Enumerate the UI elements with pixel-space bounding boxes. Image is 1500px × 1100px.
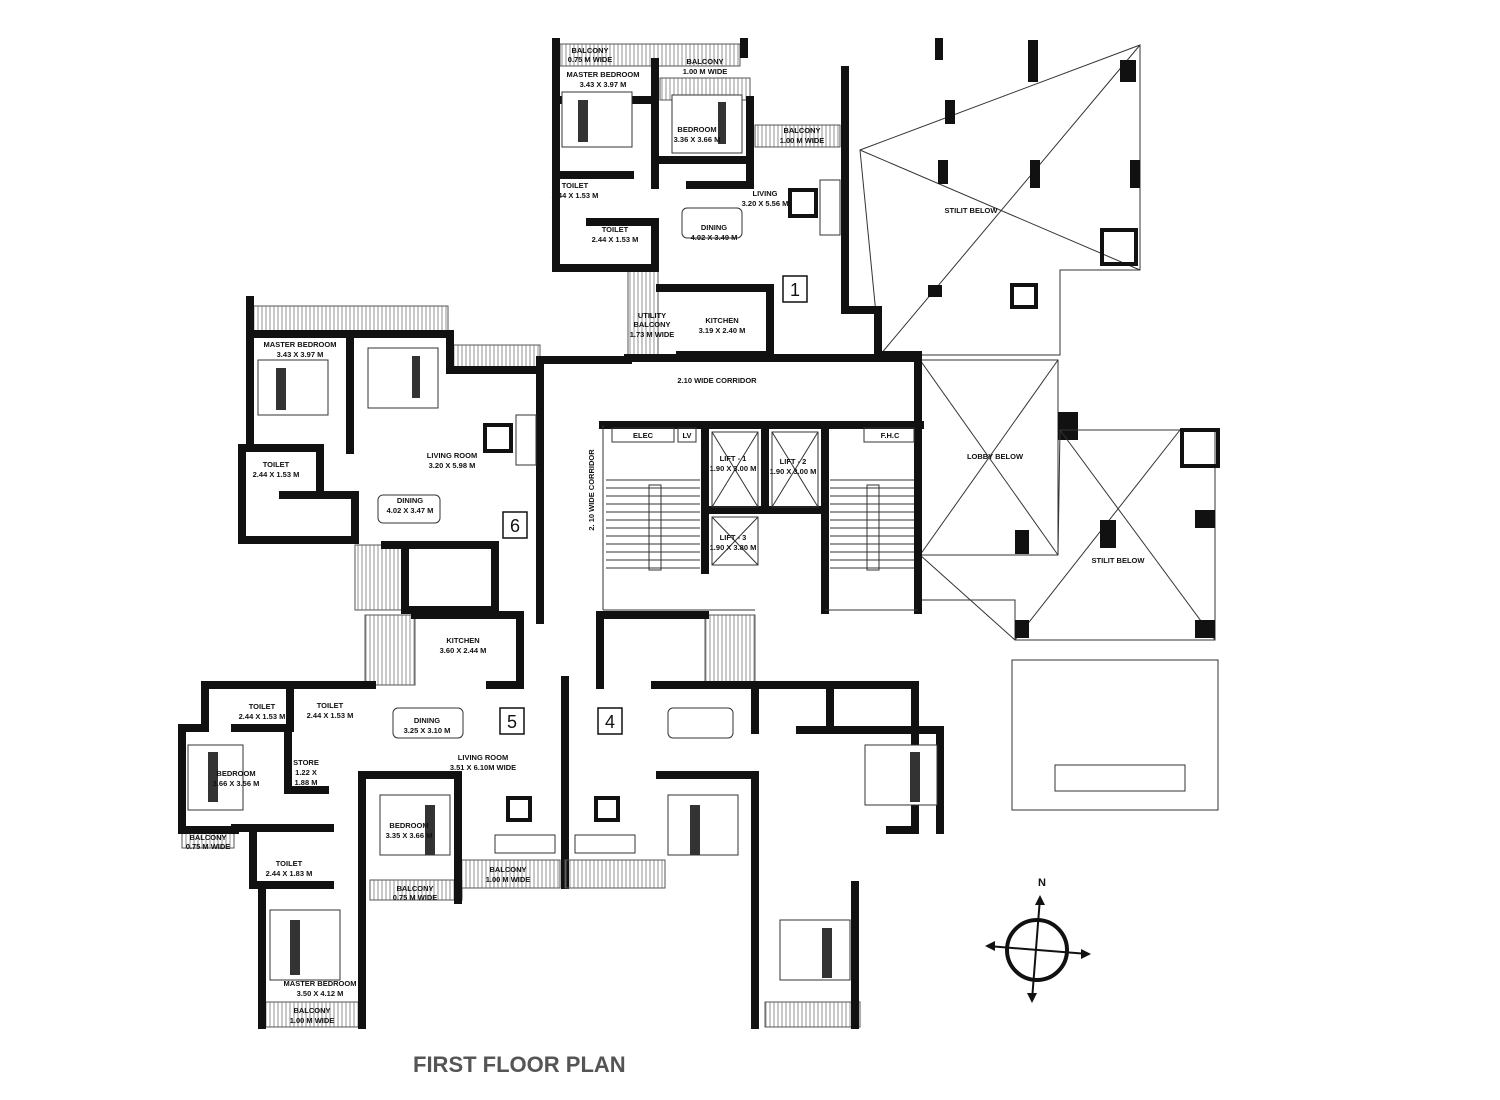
unit-5-labels: TOILET 2.44 X 1.53 M TOILET 2.44 X 1.53 … [186, 701, 531, 1025]
room-label: MASTER BEDROOM [567, 70, 640, 79]
room-label: BALCONY [189, 833, 226, 842]
room-size: 1.73 M WIDE [630, 330, 675, 339]
room-label: BALCONY [489, 865, 526, 874]
unit-1-labels: BALCONY 0.75 M WIDE BALCONY 1.00 M WIDE … [552, 46, 825, 339]
unit-number: 1 [790, 280, 800, 300]
unit-number: 5 [507, 712, 517, 732]
corridor-label: 2. 10 WIDE CORRIDOR [587, 449, 596, 531]
room-label: DINING [397, 496, 423, 505]
unit-number: 4 [605, 712, 615, 732]
room-label: LIVING ROOM [458, 753, 508, 762]
room-label: KITCHEN [446, 636, 479, 645]
room-label: BALCONY [686, 57, 723, 66]
core [536, 351, 924, 614]
room-label: TOILET [562, 181, 589, 190]
stilt-area-south [919, 428, 1220, 811]
room-label: TOILET [263, 460, 290, 469]
room-size: 3.20 X 5.56 M [742, 199, 789, 208]
core-labels: 2.10 WIDE CORRIDOR 2. 10 WIDE CORRIDOR E… [587, 206, 1145, 565]
room-size: 3.25 X 3.10 M [404, 726, 451, 735]
lift-label: LIFT - 2 [780, 457, 807, 466]
room-size: 2.44 X 1.53 M [592, 235, 639, 244]
room-label: BEDROOM [677, 125, 716, 134]
room-size: 3.36 X 3.66 M [674, 135, 721, 144]
room-label: TOILET [317, 701, 344, 710]
room-label: UTILITY [638, 311, 666, 320]
room-size: 1.00 M WIDE [486, 875, 531, 884]
stilt-label: STILIT BELOW [945, 206, 999, 215]
room-size: 3.66 X 3.56 M [213, 779, 260, 788]
lv-label: LV [682, 431, 691, 440]
room-size: 3.19 X 2.40 M [699, 326, 746, 335]
unit-number: 6 [510, 516, 520, 536]
room-label: TOILET [249, 702, 276, 711]
room-label: BALCONY [293, 1006, 330, 1015]
room-size: 3.60 X 2.44 M [440, 646, 487, 655]
room-label: LIVING [752, 189, 777, 198]
room-label: MASTER BEDROOM [284, 979, 357, 988]
room-size: 3.43 X 3.97 M [277, 350, 324, 359]
room-size: 2.44 X 1.53 M [307, 711, 354, 720]
staircase-east [830, 479, 914, 569]
stilt-area-north [859, 38, 1141, 356]
unit-6 [238, 296, 544, 624]
room-label: STORE [293, 758, 319, 767]
room-label: MASTER BEDROOM [264, 340, 337, 349]
room-label: KITCHEN [705, 316, 738, 325]
lift-label: LIFT - 3 [720, 533, 747, 542]
room-size: 2.44 X 1.53 M [552, 191, 599, 200]
unit-4 [564, 611, 944, 1029]
room-label: DINING [701, 223, 727, 232]
room-size: 1.22 X [295, 768, 317, 777]
room-size: 1.88 M [295, 778, 318, 787]
room-size: 1.00 M WIDE [290, 1016, 335, 1025]
room-label: BALCONY [396, 884, 433, 893]
plan-title: FIRST FLOOR PLAN [413, 1052, 626, 1077]
room-label: BEDROOM [216, 769, 255, 778]
room-size: 2.44 X 1.53 M [239, 712, 286, 721]
lift-label: LIFT - 1 [720, 454, 747, 463]
room-label: BEDROOM [389, 821, 428, 830]
room-size: 2.44 X 1.83 M [266, 869, 313, 878]
room-label: TOILET [602, 225, 629, 234]
elec-label: ELEC [633, 431, 654, 440]
room-size: 4.02 X 3.49 M [691, 233, 738, 242]
unit-6-labels: MASTER BEDROOM 3.43 X 3.97 M TOILET 2.44… [253, 340, 528, 655]
room-size: 3.20 X 5.98 M [429, 461, 476, 470]
room-size: 1.00 M WIDE [683, 67, 728, 76]
room-size: 3.50 X 4.12 M [297, 989, 344, 998]
room-label: BALCONY [633, 320, 670, 329]
corridor-label: 2.10 WIDE CORRIDOR [677, 376, 757, 385]
room-label: TOILET [276, 859, 303, 868]
unit-5 [178, 611, 569, 1029]
room-label: BALCONY [783, 126, 820, 135]
fhc-label: F.H.C [881, 431, 900, 440]
room-size: 0.75 M WIDE [186, 842, 231, 851]
lift-size: 1.90 X 3.00 M [710, 464, 757, 473]
staircase-west [606, 479, 700, 569]
room-label: BALCONY [571, 46, 608, 55]
room-size: 3.43 X 3.97 M [580, 80, 627, 89]
lobby-label: LOBBY BELOW [967, 452, 1024, 461]
room-size: 0.75 M WIDE [393, 893, 438, 902]
room-label: DINING [414, 716, 440, 725]
compass-icon [985, 895, 1091, 1003]
room-size: 4.02 X 3.47 M [387, 506, 434, 515]
lift-size: 1.90 X 3.80 M [710, 543, 757, 552]
unit-1 [552, 38, 922, 362]
room-size: 1.00 M WIDE [780, 136, 825, 145]
room-size: 3.51 X 6.10M WIDE [450, 763, 516, 772]
room-size: 2.44 X 1.53 M [253, 470, 300, 479]
room-label: LIVING ROOM [427, 451, 477, 460]
room-size: 0.75 M WIDE [568, 55, 613, 64]
lift-size: 1.90 X 3.00 M [770, 467, 817, 476]
north-label: N [1038, 877, 1046, 889]
stilt-label: STILIT BELOW [1092, 556, 1146, 565]
room-size: 3.35 X 3.66 M [386, 831, 433, 840]
